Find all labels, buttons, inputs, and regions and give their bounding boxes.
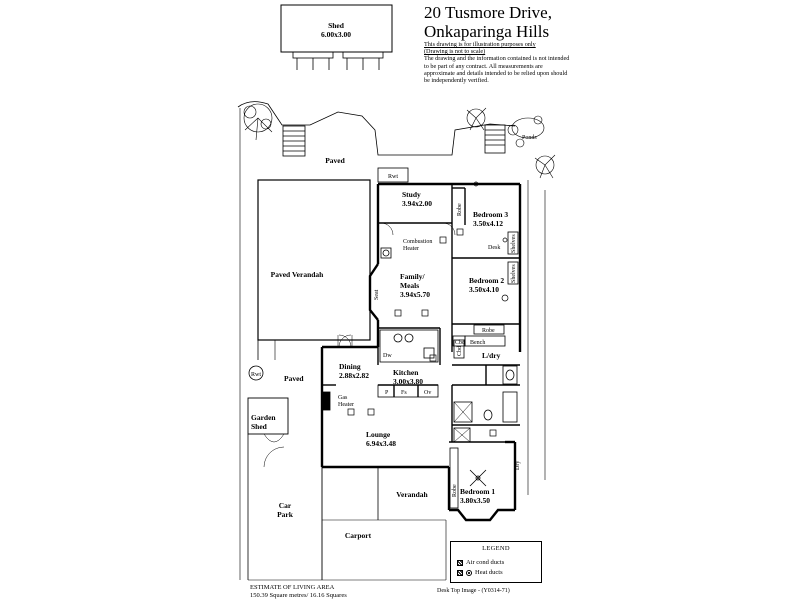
lounge-name: Lounge [366,430,391,439]
shed-size: 6.00x3.00 [321,30,351,39]
rwt-left-label: Rwt [251,372,261,378]
bedroom2-name: Bedroom 2 [469,276,504,285]
shed [280,4,393,70]
cbd-label: Cbd [455,340,465,346]
heat-duct-square-icon [457,569,463,576]
verandah-label: Verandah [396,490,428,499]
pantry-label: P [385,390,389,396]
lounge-size: 6.94x3.48 [366,439,396,448]
bedroom3-size: 3.50x4.12 [473,219,503,228]
legend-title: LEGEND [482,545,510,552]
gas-heater-icon [322,391,331,411]
paved-verandah-label: Paved Verandah [271,270,325,279]
disclaimer-line-1: This drawing is for illustration purpose… [424,41,536,48]
combustion-heater-icon [380,247,392,259]
heat-duct-circle-icon [466,569,472,576]
fridge-space-label: Fs [401,390,407,396]
bench-label: Bench [470,340,485,346]
car-park-label-1: Car [279,501,292,510]
dry-label: Dry [515,461,521,470]
garden-shed-label-1: Garden [251,413,276,422]
door-swings [263,222,456,468]
family-name-1: Family/ [400,272,425,281]
rwt-top [377,167,409,183]
garden-boundary [237,101,546,580]
disclaimer: This drawing is for illustration purpose… [424,41,574,84]
legend-item-air-cond: Air cond ducts [457,559,504,566]
combustion-label-1: Combustion [403,239,432,245]
paved-top-label: Paved [325,156,345,165]
seat-label: Seat [374,289,380,300]
air-cond-duct-icon [457,559,463,566]
toilet-icon [483,369,515,421]
legend-item-air-cond-label: Air cond ducts [466,559,505,566]
garden-shed-label-2: Shed [251,422,268,431]
robe-bed2-label: Robe [482,328,495,334]
kitchen-name: Kitchen [393,368,419,377]
family-size: 3.94x5.70 [400,290,430,299]
property-address: 20 Tusmore Drive, Onkaparinga Hills [424,3,552,41]
ceiling-fan-icon [469,469,487,487]
bedroom3-name: Bedroom 3 [473,210,508,219]
estimate-line-1: ESTIMATE OF LIVING AREA [250,584,335,591]
legend-item-heat-label: Heat ducts [475,569,503,576]
disclaimer-body: The drawing and the information containe… [424,55,570,85]
kitchen-size: 3.00x3.80 [393,377,423,386]
ldry-label: L/dry [482,351,501,360]
gas-heater-label-2: Heater [338,402,354,408]
shelves-label-2: Shelves [511,264,517,283]
legend: LEGEND Air cond ducts Heat ducts [450,541,542,583]
combustion-label-2: Heater [403,246,419,252]
plant-decoration [243,103,556,179]
car-park-label-2: Park [277,510,294,519]
paved-verandah [257,179,371,341]
robe-bed1-label: Robe [452,484,458,497]
disclaimer-line-2: (Drawing is not to scale) [424,48,486,56]
legend-item-heat: Heat ducts [457,569,503,576]
dw-label: Dw [383,353,392,359]
dining-size: 2.88x2.82 [339,371,369,380]
bedroom2-size: 3.50x4.10 [469,285,499,294]
estimate-line-2: 150.39 Square metres/ 16.16 Squares [250,591,347,599]
gas-heater-label-1: Gas [338,395,348,401]
outdoor-left [247,340,447,581]
image-reference: Desk Top Image - (Y0314-71) [437,588,510,594]
paved-left-label: Paved [284,374,304,383]
duct-symbols [347,181,509,437]
shelves-label-1: Shelves [511,234,517,253]
family-name-2: Meals [400,281,419,290]
cbd-label-2: Cbd [457,346,463,356]
shed-name: Shed [328,21,345,30]
living-area-estimate: ESTIMATE OF LIVING AREA 150.39 Square me… [250,584,347,599]
kitchen-sink [393,333,435,359]
address-line-1: 20 Tusmore Drive, [424,3,552,22]
robe-study-label: Robe [457,203,463,216]
rwt-top-label: Rwt [388,174,398,180]
oven-label: Ov [424,390,431,396]
ponds-label: Ponds [522,135,537,141]
dining-name: Dining [339,362,361,371]
study-size: 3.94x2.00 [402,199,432,208]
bedroom1-size: 3.80x3.50 [460,496,490,505]
interior-walls [322,184,520,509]
study-name: Study [402,190,421,199]
carport-label: Carport [345,531,372,540]
address-line-2: Onkaparinga Hills [424,22,550,41]
desk-label: Desk [488,245,500,251]
bedroom1-name: Bedroom 1 [460,487,495,496]
